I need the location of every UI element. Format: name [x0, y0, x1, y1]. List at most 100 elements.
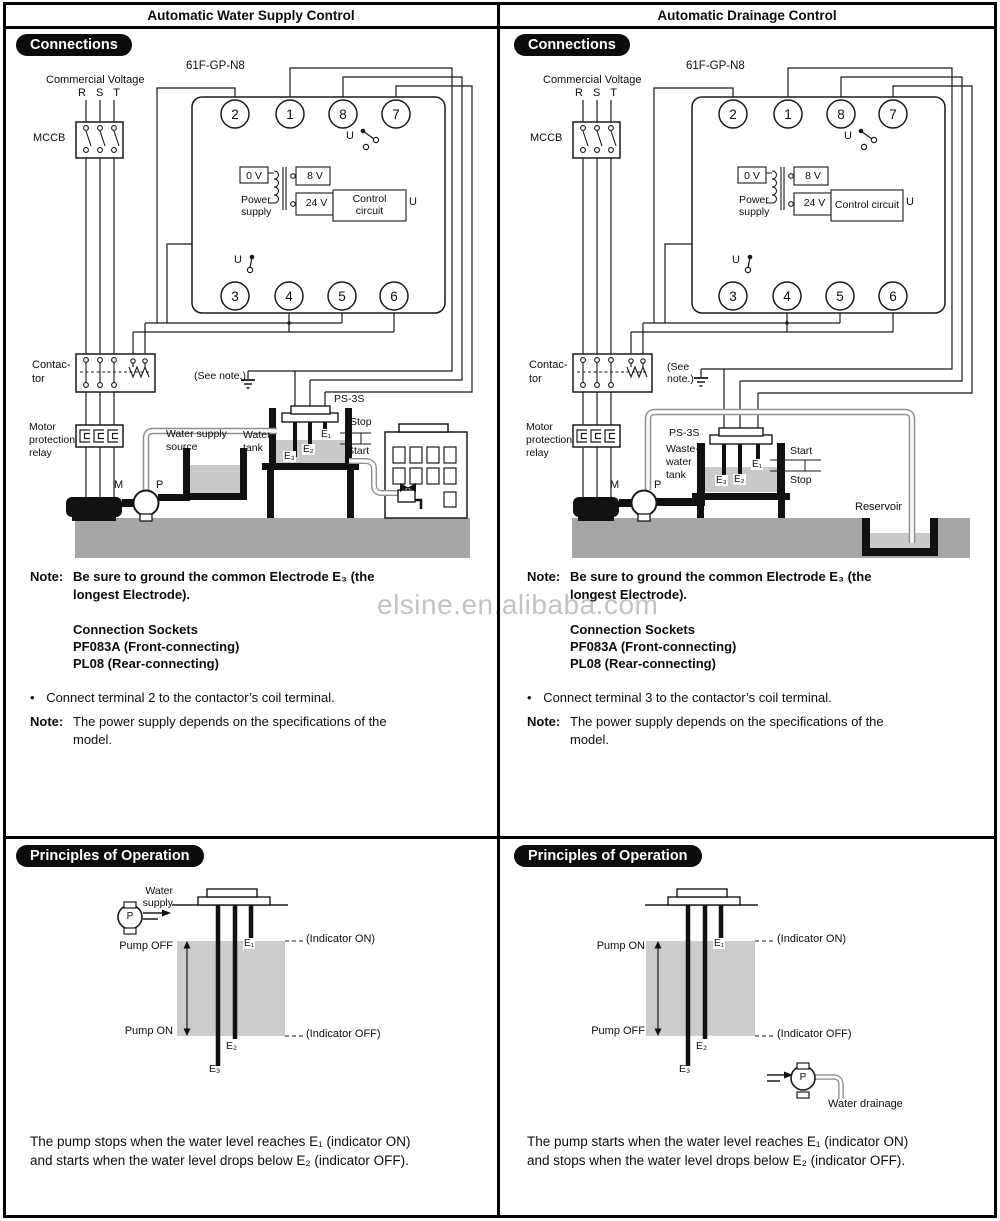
left-ps3s-label: PS-3S	[334, 393, 365, 405]
right-model-label: 61F-GP-N8	[686, 60, 745, 72]
left-note1-line2: longest Electrode).	[73, 586, 191, 602]
left-motor-relay-line3: relay	[29, 447, 52, 459]
left-indicator-off-label: (Indicator OFF)	[306, 1028, 381, 1040]
right-motor-relay-line2: protection	[526, 434, 573, 446]
right-power-supply-line1: Power	[739, 194, 769, 206]
right-sockets-rear: PL08 (Rear-connecting)	[570, 656, 716, 671]
left-control-circuit-label: Control circuit	[333, 193, 406, 218]
right-waste-tank-line1: Waste-	[666, 443, 699, 455]
right-terminal-7: 7	[889, 106, 897, 122]
right-ps3s-label: PS-3S	[669, 427, 700, 439]
left-24v-label: 24 V	[305, 197, 328, 209]
section-divider	[5, 836, 995, 839]
left-pump-p-label: P	[156, 479, 164, 491]
left-terminal-1: 1	[286, 106, 294, 122]
left-stop-label: Stop	[350, 416, 372, 428]
left-water-tank-label: Water tank	[243, 429, 271, 455]
right-connections-badge: Connections	[514, 34, 630, 56]
right-pump-p-label: P	[654, 479, 662, 491]
left-water-supply-line2: supply	[142, 897, 173, 909]
right-sockets-block: Connection Sockets PF083A (Front-connect…	[570, 621, 736, 672]
right-waste-tank-line3: tank	[666, 469, 686, 481]
right-mccb-label: MCCB	[530, 132, 563, 144]
left-note-ground: Note: Be sure to ground the common Elect…	[30, 568, 480, 603]
right-0v-label: 0 V	[744, 170, 760, 182]
left-start-label: Start	[347, 445, 370, 457]
left-see-note-label: (See note.)	[194, 370, 246, 382]
right-e1-tag: E₁	[751, 459, 764, 470]
right-terminal-6: 6	[889, 288, 897, 304]
right-see-note-label: (See note.)	[667, 361, 694, 385]
right-note2-line2: model.	[570, 731, 610, 747]
left-commercial-voltage-label: Commercial Voltage	[46, 74, 145, 86]
left-motor-relay-line2: protection	[29, 434, 76, 446]
right-principles-e2-label: E₂	[696, 1040, 708, 1052]
right-note2-label: Note:	[527, 714, 561, 729]
right-waste-tank-line2: water	[666, 456, 692, 468]
right-u-output: U	[906, 196, 914, 208]
right-principles-e3-label: E₃	[679, 1063, 691, 1075]
left-note2-label: Note:	[30, 714, 64, 729]
right-bullet-note: • Connect terminal 3 to the contactor’s …	[527, 689, 832, 707]
right-pump-on-label: Pump ON	[596, 940, 645, 952]
right-waste-tank-label: Waste- water tank	[666, 443, 699, 482]
left-terminal-6: 6	[390, 288, 398, 304]
right-e3-tag: E₃	[715, 475, 728, 486]
right-principles-badge: Principles of Operation	[514, 845, 702, 867]
left-column-title: Automatic Water Supply Control	[147, 8, 355, 23]
left-note2-line2: model.	[73, 731, 113, 747]
left-terminal-5: 5	[338, 288, 346, 304]
left-sockets-front: PF083A (Front-connecting)	[73, 639, 240, 654]
right-commercial-voltage-label: Commercial Voltage	[543, 74, 642, 86]
right-terminal-4: 4	[783, 288, 791, 304]
right-24v-label: 24 V	[803, 197, 826, 209]
left-motor-relay-label: Motor protection relay	[29, 421, 75, 460]
left-note1-line1: Be sure to ground the common Electrode E…	[73, 569, 375, 584]
left-8v-label: 8 V	[307, 170, 323, 182]
left-bullet-text: Connect terminal 2 to the contactor’s co…	[46, 690, 335, 705]
left-pump-on-label: Pump ON	[124, 1025, 173, 1037]
left-principles-e2-label: E₂	[226, 1040, 238, 1052]
right-bottom-line1: The pump starts when the water level rea…	[527, 1134, 909, 1149]
left-e3-tag: E₃	[283, 451, 296, 462]
right-u-selector-bottom: U	[732, 254, 740, 266]
left-model-label: 61F-GP-N8	[186, 60, 245, 72]
right-phase-labels: R S T	[575, 87, 617, 99]
left-mccb-label: MCCB	[33, 132, 66, 144]
right-see-note-line2: note.)	[667, 373, 694, 385]
left-terminal-4: 4	[285, 288, 293, 304]
left-sockets-rear: PL08 (Rear-connecting)	[73, 656, 219, 671]
left-water-tank-line2: tank	[243, 442, 263, 454]
right-column-title: Automatic Drainage Control	[657, 8, 837, 23]
left-connections-badge: Connections	[16, 34, 132, 56]
left-water-tank-line1: Water	[243, 429, 271, 441]
left-water-source-line1: Water supply	[166, 428, 227, 440]
right-e2-tag: E₂	[733, 474, 746, 485]
left-principles-e1-tag: E₁	[243, 938, 256, 949]
left-terminal-7: 7	[392, 106, 400, 122]
right-principles-pump-label: P	[799, 1072, 807, 1084]
right-water-drainage-label: Water drainage	[828, 1098, 903, 1110]
left-bullet-note: • Connect terminal 2 to the contactor’s …	[30, 689, 335, 707]
right-terminal-2: 2	[729, 106, 737, 122]
right-8v-label: 8 V	[805, 170, 821, 182]
right-u-selector-top: U	[844, 130, 852, 142]
right-motor-relay-label: Motor protection relay	[526, 421, 572, 460]
right-indicator-on-label: (Indicator ON)	[777, 933, 847, 945]
right-note-power: Note: The power supply depends on the sp…	[527, 713, 977, 748]
right-power-supply-label: Power supply	[739, 194, 769, 219]
right-stop-label: Stop	[790, 474, 812, 486]
left-control-circuit-line1: Control	[352, 193, 387, 205]
left-terminal-8: 8	[339, 106, 347, 122]
right-sockets-title: Connection Sockets	[570, 622, 695, 637]
left-bottom-line2: and starts when the water level drops be…	[30, 1152, 409, 1168]
right-contactor-line1: Contac-	[529, 359, 568, 371]
header-divider	[5, 26, 995, 29]
left-bottom-paragraph: The pump stops when the water level reac…	[30, 1133, 410, 1170]
right-note-ground: Note: Be sure to ground the common Elect…	[527, 568, 977, 603]
right-terminal-3: 3	[729, 288, 737, 304]
left-water-supply-label: Water supply	[142, 885, 173, 909]
left-indicator-on-label: (Indicator ON)	[306, 933, 376, 945]
left-power-supply-line1: Power	[241, 194, 271, 206]
